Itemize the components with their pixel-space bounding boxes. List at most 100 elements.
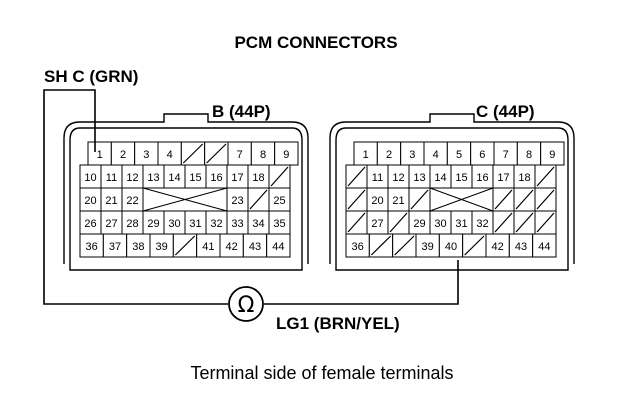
unused-terminal-mark [536, 189, 555, 210]
unused-terminal-mark [249, 189, 268, 210]
terminal-b-26: 26 [84, 218, 96, 230]
unused-terminal-mark [536, 212, 555, 233]
terminal-b-10: 10 [84, 172, 96, 184]
unused-terminal-mark [206, 143, 227, 164]
terminal-b-31: 31 [189, 218, 201, 230]
unused-terminal-mark [370, 235, 392, 256]
terminal-c-43: 43 [515, 241, 527, 253]
wire-lg1 [264, 260, 459, 305]
terminal-b-21: 21 [105, 195, 117, 207]
terminal-b-17: 17 [231, 172, 243, 184]
terminal-b-43: 43 [249, 241, 261, 253]
terminal-c-1: 1 [363, 149, 369, 161]
terminal-b-32: 32 [210, 218, 222, 230]
terminal-c-5: 5 [456, 149, 462, 161]
terminal-b-35: 35 [273, 218, 285, 230]
terminal-b-38: 38 [132, 241, 144, 253]
terminal-b-16: 16 [210, 172, 222, 184]
terminal-b-39: 39 [156, 241, 168, 253]
unused-terminal-mark [410, 189, 429, 210]
terminal-b-14: 14 [168, 172, 180, 184]
terminal-c-44: 44 [538, 241, 550, 253]
terminal-b-3: 3 [143, 149, 149, 161]
terminal-cell [532, 233, 557, 258]
terminal-c-3: 3 [409, 149, 415, 161]
terminal-b-41: 41 [202, 241, 214, 253]
terminal-c-15: 15 [455, 172, 467, 184]
terminal-c-6: 6 [479, 149, 485, 161]
unused-terminal-mark [174, 235, 196, 256]
terminal-b-27: 27 [105, 218, 117, 230]
terminal-b-9: 9 [283, 149, 289, 161]
terminal-b-33: 33 [231, 218, 243, 230]
terminal-c-13: 13 [413, 172, 425, 184]
terminal-b-4: 4 [167, 149, 173, 161]
caption: Terminal side of female terminals [190, 363, 453, 383]
unused-terminal-mark [515, 189, 534, 210]
terminal-b-13: 13 [147, 172, 159, 184]
terminal-c-29: 29 [413, 218, 425, 230]
connector-b-label: B (44P) [212, 102, 271, 121]
terminal-b-42: 42 [226, 241, 238, 253]
connector-c-label: C (44P) [476, 102, 535, 121]
terminal-c-12: 12 [392, 172, 404, 184]
terminal-b-8: 8 [260, 149, 266, 161]
terminal-b-22: 22 [126, 195, 138, 207]
terminal-c-2: 2 [386, 149, 392, 161]
terminal-c-42: 42 [492, 241, 504, 253]
unused-terminal-mark [347, 166, 366, 187]
meter-lead-label: LG1 (BRN/YEL) [276, 314, 400, 333]
connector-b-housing-inner [63, 113, 309, 264]
diagram-title: PCM CONNECTORS [234, 33, 397, 52]
terminal-b-20: 20 [84, 195, 96, 207]
unused-terminal-mark [394, 235, 415, 256]
wire-label-sh-c: SH C (GRN) [44, 67, 138, 86]
terminal-b-1: 1 [97, 149, 103, 161]
terminal-c-40: 40 [445, 241, 457, 253]
terminal-cell [266, 233, 291, 258]
terminal-c-39: 39 [422, 241, 434, 253]
terminal-c-4: 4 [433, 149, 439, 161]
terminal-c-8: 8 [526, 149, 532, 161]
terminal-c-21: 21 [392, 195, 404, 207]
unused-terminal-mark [536, 166, 555, 187]
terminal-b-34: 34 [252, 218, 264, 230]
terminal-b-37: 37 [109, 241, 121, 253]
terminal-b-23: 23 [231, 195, 243, 207]
terminal-c-14: 14 [434, 172, 446, 184]
blank-cross-mark [429, 187, 494, 212]
unused-terminal-mark [494, 212, 513, 233]
terminal-b-29: 29 [147, 218, 159, 230]
connector-b-housing [69, 127, 303, 271]
terminal-c-32: 32 [476, 218, 488, 230]
terminal-b-30: 30 [168, 218, 180, 230]
terminal-c-16: 16 [476, 172, 488, 184]
terminal-b-7: 7 [237, 149, 243, 161]
unused-terminal-mark [389, 212, 408, 233]
ohmmeter-icon: Ω [228, 286, 264, 322]
terminal-c-7: 7 [503, 149, 509, 161]
wire-sh-c [43, 89, 228, 305]
terminal-b-18: 18 [252, 172, 264, 184]
unused-terminal-mark [270, 166, 289, 187]
unused-terminal-mark [464, 235, 485, 256]
connector-c-housing-inner [329, 113, 575, 264]
terminal-c-20: 20 [371, 195, 383, 207]
terminal-c-18: 18 [518, 172, 530, 184]
terminal-b-12: 12 [126, 172, 138, 184]
terminal-c-27: 27 [371, 218, 383, 230]
terminal-b-11: 11 [106, 172, 117, 184]
blank-cross-mark [142, 187, 228, 212]
terminal-b-2: 2 [120, 149, 126, 161]
ohm-symbol: Ω [238, 293, 255, 318]
terminal-c-9: 9 [549, 149, 555, 161]
terminal-c-36: 36 [352, 241, 364, 253]
terminal-c-17: 17 [497, 172, 509, 184]
unused-terminal-mark [182, 143, 204, 164]
unused-terminal-mark [494, 189, 513, 210]
terminal-b-28: 28 [126, 218, 138, 230]
